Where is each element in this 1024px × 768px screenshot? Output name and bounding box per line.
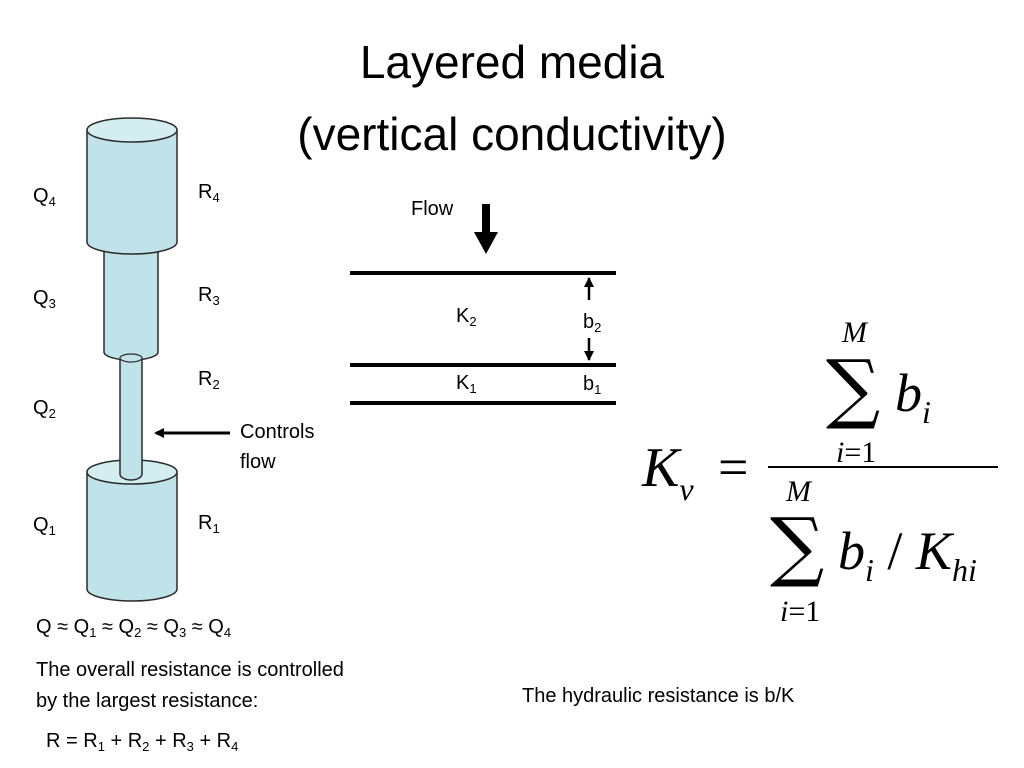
cylinder-segment-3 [103, 247, 159, 363]
numerator-sum-symbol: ∑ [826, 343, 881, 432]
denominator-upper-limit: M [786, 475, 811, 508]
numerator-term: bi [895, 363, 931, 430]
formula-equals: = [718, 437, 749, 497]
numerator-lower-limit: i=1 [836, 436, 877, 469]
layer-b1-label: b1 [583, 373, 602, 397]
layer-b2-label: b2 [583, 311, 602, 335]
formula-lhs: Kv [642, 437, 694, 507]
cylinder-segment-2 [119, 357, 143, 481]
cylinder-segment-1 [86, 459, 178, 602]
cylinder-segment-4 [86, 117, 178, 255]
stepped-cylinder [86, 117, 178, 602]
flow-arrow-icon [474, 204, 498, 254]
denominator-term: bi / Khi [838, 521, 977, 588]
resistance-label-r1: R1 [198, 512, 220, 536]
slide-title-line1: Layered media [359, 36, 665, 88]
denominator-lower-limit: i=1 [780, 595, 821, 628]
layer-k1-label: K1 [456, 372, 477, 396]
resistance-text-line2: by the largest resistance: [36, 690, 259, 712]
flow-label-q4: Q4 [33, 185, 56, 209]
numerator-upper-limit: M [842, 316, 867, 349]
resistance-label-r3: R3 [198, 284, 220, 308]
flow-label-q3: Q3 [33, 287, 56, 311]
flow-equality-equation: Q ≈ Q1 ≈ Q2 ≈ Q3 ≈ Q4 [36, 616, 232, 640]
slide-title-line2: (vertical conductivity) [297, 108, 727, 160]
resistance-label-r4: R4 [198, 181, 220, 205]
denominator-sum-symbol: ∑ [770, 501, 825, 590]
hydraulic-resistance-note: The hydraulic resistance is b/K [522, 685, 795, 707]
resistance-text-line1: The overall resistance is controlled [36, 659, 344, 681]
resistance-sum-equation: R = R1 + R2 + R3 + R4 [46, 730, 239, 754]
controls-flow-label-line2: flow [240, 451, 276, 473]
flow-label-q2: Q2 [33, 397, 56, 421]
flow-label: Flow [411, 198, 454, 220]
flow-label-q1: Q1 [33, 514, 56, 538]
controls-flow-label-line1: Controls [240, 421, 315, 443]
resistance-label-r2: R2 [198, 368, 220, 392]
layer-k2-label: K2 [456, 305, 477, 329]
